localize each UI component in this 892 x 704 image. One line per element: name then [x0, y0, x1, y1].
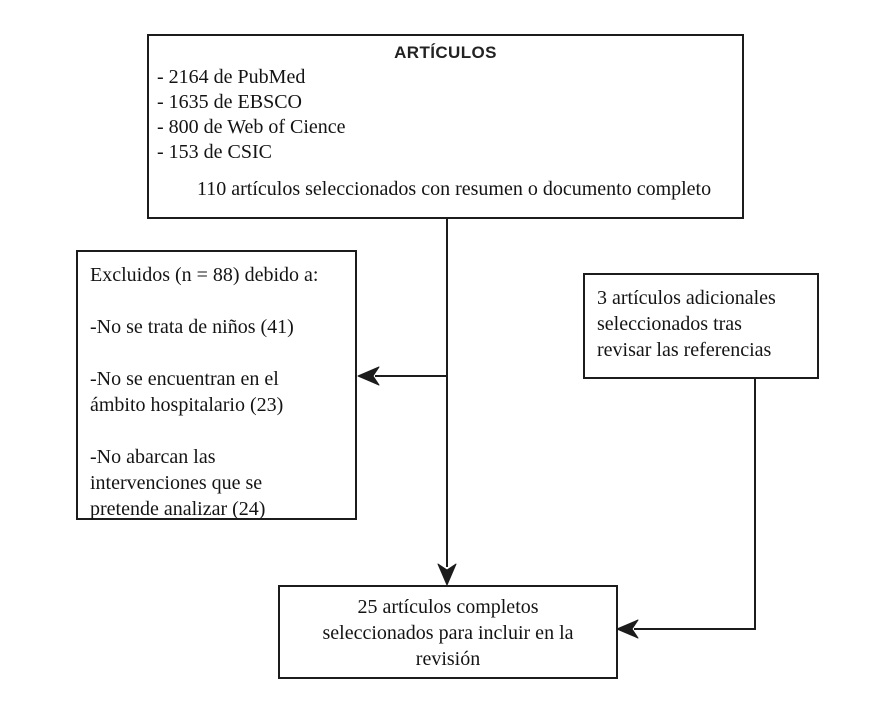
arrow-left-head-excluded-icon: [357, 366, 380, 386]
excluded-box: Excluidos (n = 88) debido a: -No se trat…: [76, 250, 357, 520]
additional-articles-box: 3 artículos adicionales seleccionados tr…: [583, 273, 819, 379]
source-item-ebsco: - 1635 de EBSCO: [157, 91, 302, 113]
articles-box-title: ARTÍCULOS: [394, 43, 497, 62]
arrow-from-additional-line: [634, 378, 756, 630]
source-item-pubmed: - 2164 de PubMed: [157, 66, 306, 88]
source-item-web-of-science: - 800 de Web of Cience: [157, 116, 346, 138]
included-box: 25 artículos completos seleccionados par…: [278, 585, 618, 679]
articles-source-list: - 2164 de PubMed - 1635 de EBSCO - 800 d…: [149, 63, 742, 165]
arrow-left-head-included-icon: [616, 619, 639, 639]
source-item-csic: - 153 de CSIC: [157, 141, 272, 163]
arrow-down-head-icon: [437, 563, 457, 586]
articles-selected-summary: 110 artículos seleccionados con resumen …: [197, 178, 712, 200]
articles-box: ARTÍCULOS - 2164 de PubMed - 1635 de EBS…: [147, 34, 744, 219]
